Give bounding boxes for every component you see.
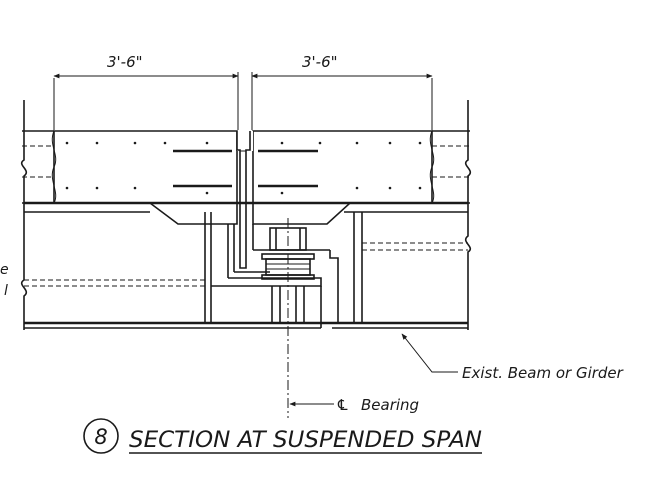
dimension-right: 3'-6": [302, 53, 338, 71]
beam-label: Exist. Beam or Girder: [462, 364, 624, 382]
rebar-dots: [65, 141, 422, 195]
beam-web-left: [204, 212, 322, 323]
beam-bottom-flange: [24, 286, 468, 329]
beam-leader: [401, 333, 458, 373]
cut-label-top: e: [0, 262, 9, 278]
expansion-joint: [236, 131, 253, 269]
section-title: 8 SECTION AT SUSPENDED SPAN: [83, 418, 482, 454]
dimension-lines: [53, 72, 433, 130]
bearing-label: Bearing: [361, 396, 419, 414]
rebar-left: [173, 149, 232, 188]
concrete-slab-right: [252, 130, 433, 225]
cut-label-bottom: l: [4, 283, 8, 299]
break-line-left: [20, 100, 28, 330]
section-number: 8: [94, 425, 107, 449]
centerline-symbol: ℄: [336, 396, 349, 414]
existing-slab-right: [429, 130, 470, 204]
existing-slab-left: [22, 130, 57, 204]
section-number-circle: [83, 418, 119, 454]
beam-top-flange: [24, 201, 468, 213]
break-line-right: [464, 100, 472, 330]
concrete-slab-left: [53, 130, 238, 225]
section-title-text: SECTION AT SUSPENDED SPAN: [129, 428, 482, 453]
rebar-right: [258, 149, 318, 188]
dimension-left: 3'-6": [107, 53, 143, 71]
beam-dashed-left: [24, 279, 205, 287]
